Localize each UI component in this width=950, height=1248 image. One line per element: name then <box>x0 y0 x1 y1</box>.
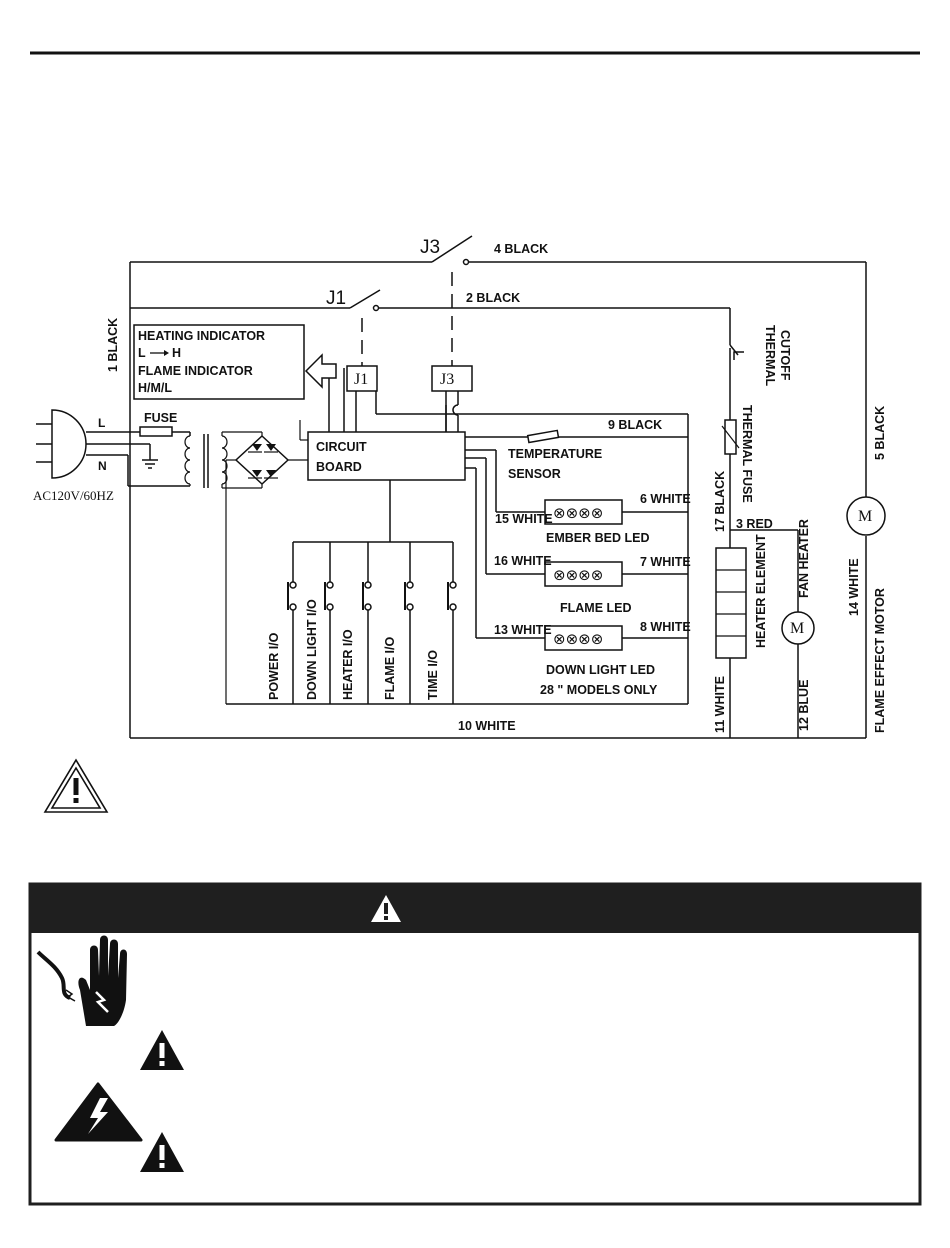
led-branch-wiring <box>465 449 688 639</box>
neutral-n-label: N <box>98 459 107 473</box>
indicator-low-label: L <box>138 346 146 360</box>
push-button-bus <box>293 480 453 543</box>
flame-indicator-levels: H/M/L <box>138 381 172 395</box>
button-time-label: TIME I/O <box>426 650 440 700</box>
fan-heater-label: FAN HEATER <box>797 519 811 598</box>
j1-switch-label: J1 <box>326 288 346 309</box>
power-spec-label: AC120V/60HZ <box>33 488 114 503</box>
circuit-board-label-2: BOARD <box>316 460 362 474</box>
wire-15-white-label: 15 WHITE <box>495 512 553 526</box>
wire-3-red-label: 3 RED <box>736 517 773 531</box>
flame-effect-motor-label: FLAME EFFECT MOTOR <box>873 588 887 733</box>
thermal-cutoff-label-2: CUTOFF <box>778 330 792 381</box>
wire-9-black-label: 9 BLACK <box>608 418 662 432</box>
heater-element-label: HEATER ELEMENT <box>754 534 768 648</box>
j3-switch-label: J3 <box>420 237 440 258</box>
temperature-sensor-label-2: SENSOR <box>508 467 561 481</box>
warning-box <box>28 882 922 1206</box>
button-power-label: POWER I/O <box>267 632 281 700</box>
outer-wiring <box>129 261 867 739</box>
heating-indicator-label: HEATING INDICATOR <box>138 329 265 343</box>
flame-led-label: FLAME LED <box>560 601 632 615</box>
flame-indicator-label: FLAME INDICATOR <box>138 364 253 378</box>
flame-led: ⊗⊗⊗⊗ FLAME LED <box>544 561 632 615</box>
circuit-board: CIRCUIT BOARD <box>307 431 466 481</box>
indicator-box: HEATING INDICATOR L H FLAME INDICATOR H/… <box>133 324 305 400</box>
push-button-flame: FLAME I/O <box>383 542 414 704</box>
fan-motor-icon: M <box>790 620 804 637</box>
bridge-rectifier <box>225 420 308 704</box>
warning-triangle-icon <box>140 1030 184 1070</box>
ember-bed-led: ⊗⊗⊗⊗ EMBER BED LED <box>544 499 649 545</box>
shock-hazard-hand-icon <box>36 935 127 1026</box>
relay-j3: J3 <box>431 365 473 432</box>
fuse: FUSE <box>139 411 177 437</box>
flame-led-symbol: ⊗⊗⊗⊗ <box>553 566 603 584</box>
button-heater-label: HEATER I/O <box>341 629 355 700</box>
push-button-time: TIME I/O <box>426 542 457 704</box>
push-button-down-light: DOWN LIGHT I/O <box>305 542 334 704</box>
down-led-symbol: ⊗⊗⊗⊗ <box>553 630 603 648</box>
thermal-fuse-label: THERMAL FUSE <box>740 405 754 503</box>
heater-element: 3 RED HEATER ELEMENT 11 WHITE <box>713 517 799 738</box>
down-light-note-label: 28 " MODELS ONLY <box>540 683 658 697</box>
wire-4-black-label: 4 BLACK <box>494 242 548 256</box>
down-light-led-label: DOWN LIGHT LED <box>546 663 655 677</box>
relay-j1: J1 <box>343 365 380 432</box>
down-light-led: ⊗⊗⊗⊗ DOWN LIGHT LED 28 " MODELS ONLY <box>540 625 658 697</box>
warning-triangle-icon-2 <box>140 1132 184 1172</box>
circuit-board-label-1: CIRCUIT <box>316 440 367 454</box>
wire-8-white-label: 8 WHITE <box>640 620 691 634</box>
indicator-high-label: H <box>172 346 181 360</box>
ember-led-symbol: ⊗⊗⊗⊗ <box>553 504 603 522</box>
electrical-hazard-icon <box>54 1082 143 1142</box>
push-button-heater: HEATER I/O <box>341 542 372 704</box>
caution-icon <box>43 758 109 813</box>
temperature-sensor-label-1: TEMPERATURE <box>508 447 602 461</box>
wire-5-black-label: 5 BLACK <box>873 406 887 460</box>
wire-10-white-label: 10 WHITE <box>458 719 516 733</box>
push-button-power: POWER I/O <box>267 542 297 704</box>
indicator-arrow-icon <box>304 353 337 389</box>
wire-13-white-label: 13 WHITE <box>494 623 552 637</box>
thermal-cutoff: THERMAL CUTOFF <box>729 325 792 420</box>
wire-2-black-label: 2 BLACK <box>466 291 520 305</box>
wire-12-blue-label: 12 BLUE <box>797 680 811 731</box>
wire-17-black-label: 17 BLACK <box>713 471 727 532</box>
relay-j1-label: J1 <box>354 371 368 388</box>
relay-j3-label: J3 <box>440 371 454 388</box>
thermal-cutoff-label-1: THERMAL <box>763 325 777 386</box>
power-plug: L N AC120V/60HZ <box>33 409 191 503</box>
ember-bed-led-label: EMBER BED LED <box>546 531 649 545</box>
j1-switch: J1 <box>326 288 381 366</box>
warning-banner-icon <box>371 895 401 922</box>
line-l-label: L <box>98 416 105 430</box>
wire-16-white-label: 16 WHITE <box>494 554 552 568</box>
wire-6-white-label: 6 WHITE <box>640 492 691 506</box>
j3-switch: J3 <box>420 235 473 366</box>
transformer <box>184 431 242 489</box>
wire-7-white-label: 7 WHITE <box>640 555 691 569</box>
flame-motor-icon: M <box>858 508 872 525</box>
button-down-light-label: DOWN LIGHT I/O <box>305 599 319 700</box>
wire-11-white-label: 11 WHITE <box>713 676 727 733</box>
warning-banner <box>30 884 920 933</box>
wire-14-white-label: 14 WHITE <box>847 558 861 616</box>
thermal-fuse: THERMAL FUSE 17 BLACK <box>713 405 754 548</box>
temperature-sensor: TEMPERATURE SENSOR <box>508 429 602 481</box>
fuse-label: FUSE <box>144 411 177 425</box>
fan-heater: M FAN HEATER 12 BLUE <box>781 519 815 738</box>
wire-1-black-label: 1 BLACK <box>106 318 120 372</box>
button-flame-label: FLAME I/O <box>383 637 397 700</box>
flame-effect-motor: M 5 BLACK 14 WHITE FLAME EFFECT MOTOR <box>846 406 887 733</box>
